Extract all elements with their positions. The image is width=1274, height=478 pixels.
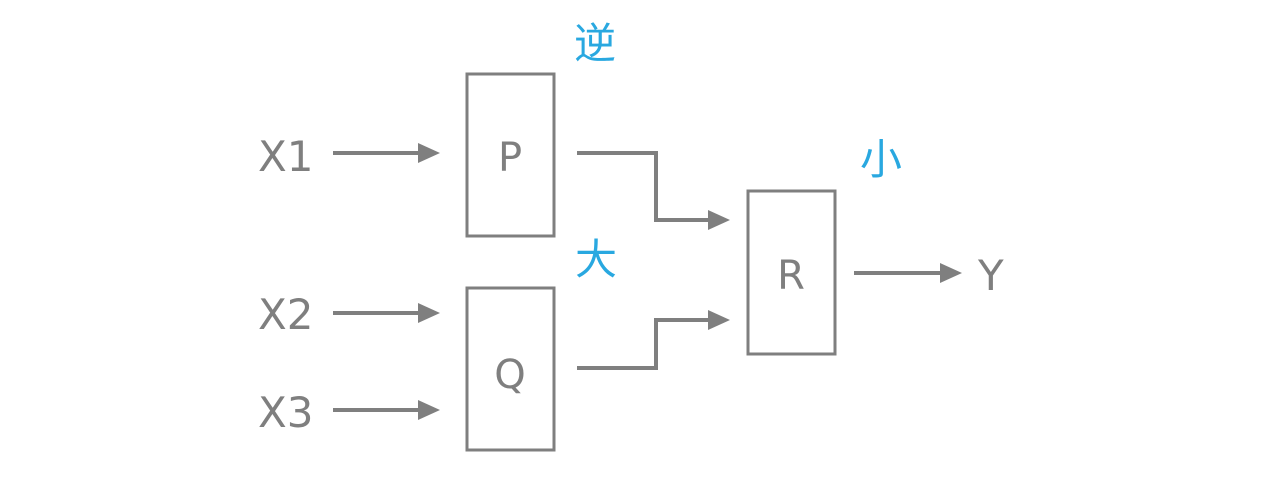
arrow-x2-to-q <box>333 303 440 323</box>
arrow-p-to-r <box>577 151 730 230</box>
input-label-x2: X2 <box>258 290 314 339</box>
input-label-x1: X1 <box>258 132 314 181</box>
arrow-x1-to-p <box>333 143 440 163</box>
input-label-x3: X3 <box>258 388 314 437</box>
arrow-x3-to-q <box>333 400 440 420</box>
annotation-q: 大 <box>575 235 617 284</box>
block-r-label: R <box>777 253 805 299</box>
arrow-r-to-y <box>854 263 962 283</box>
block-q: Q <box>465 286 556 452</box>
annotation-p: 逆 <box>574 19 616 68</box>
annotation-r: 小 <box>860 135 902 184</box>
arrow-q-to-r <box>577 310 730 370</box>
output-label-y: Y <box>977 251 1004 300</box>
block-p-label: P <box>498 135 522 181</box>
block-p: P <box>465 72 556 238</box>
block-r: R <box>746 189 837 356</box>
block-q-label: Q <box>494 352 525 398</box>
